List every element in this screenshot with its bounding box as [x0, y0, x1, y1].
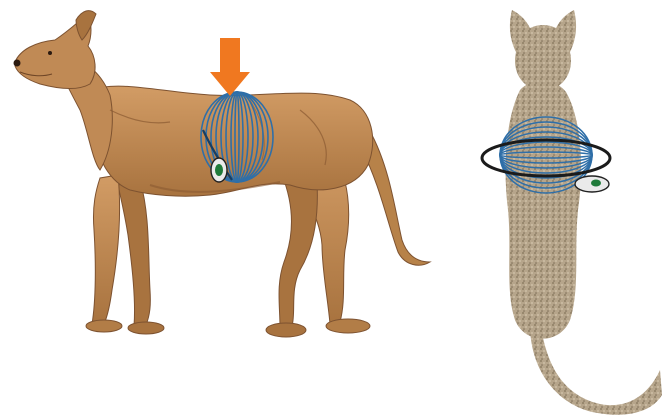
arrow-down-icon: [210, 38, 250, 96]
cat-figure: [506, 10, 662, 415]
cat-monitor-device: [575, 176, 609, 192]
dog-monitor-device: [211, 158, 227, 182]
